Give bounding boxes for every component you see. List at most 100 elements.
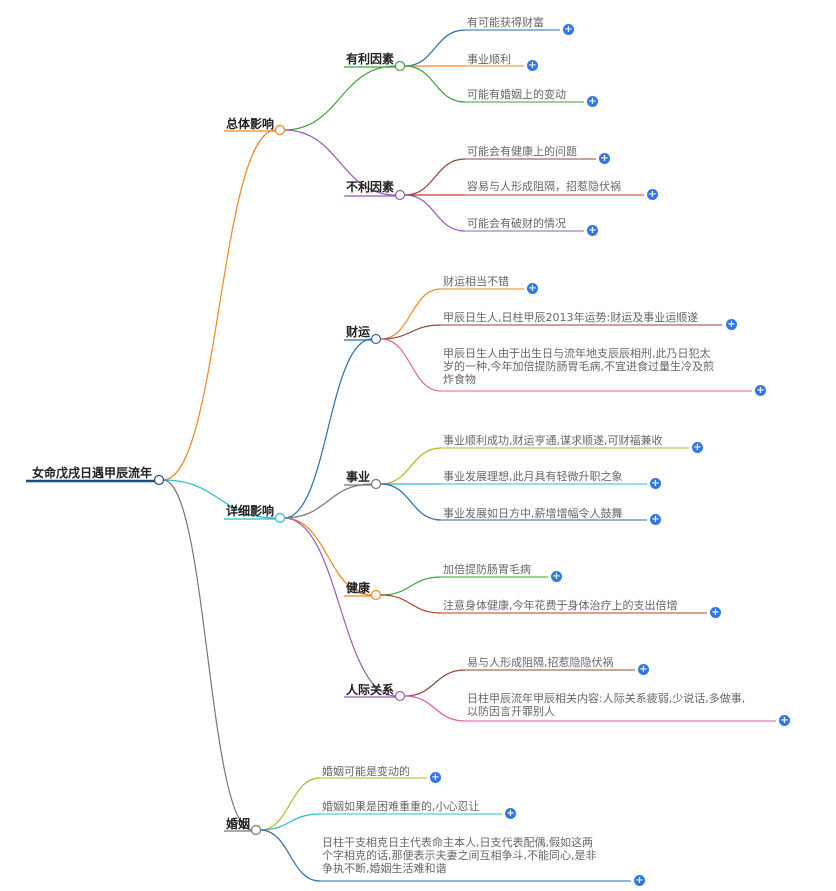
leaf-unfavorable-2: 容易与人形成阻隔，招惹隐伏祸 bbox=[467, 180, 621, 193]
leaf-text-line: 婚姻可能是变动的 bbox=[322, 765, 410, 778]
connector-leaf bbox=[380, 594, 442, 614]
node-overall-impact[interactable]: 总体影响 bbox=[226, 117, 275, 131]
connector-leaf bbox=[404, 65, 466, 103]
connector-marriage bbox=[162, 479, 253, 831]
expand-plus-icon[interactable]: + bbox=[692, 442, 703, 453]
expand-plus-icon[interactable]: + bbox=[527, 283, 538, 294]
connector-leaf bbox=[404, 29, 466, 67]
node-social[interactable]: 人际关系 bbox=[346, 683, 395, 697]
collapse-node-icon[interactable] bbox=[394, 60, 406, 72]
connector-unfavorable bbox=[283, 129, 397, 196]
leaf-text-line: 以防因言开罪别人 bbox=[467, 705, 555, 718]
leaf-favorable-1: 有可能获得财富 bbox=[467, 16, 544, 29]
connector-leaf bbox=[380, 338, 442, 392]
leaf-marriage-1: 婚姻可能是变动的 bbox=[322, 765, 410, 778]
leaf-unfavorable-3: 可能会有破财的情况 bbox=[467, 217, 566, 230]
collapse-node-icon[interactable] bbox=[274, 512, 286, 524]
expand-plus-icon[interactable]: + bbox=[755, 385, 766, 396]
connector-leaf bbox=[404, 669, 466, 697]
expand-plus-icon[interactable]: + bbox=[638, 664, 649, 675]
leaf-social-2: 日柱甲辰流年甲辰相关内容:人际关系疲弱,少说话,多做事, 以防因言开罪别人 bbox=[467, 692, 745, 718]
connector-detail bbox=[162, 479, 277, 519]
expand-plus-icon[interactable]: + bbox=[650, 478, 661, 489]
expand-plus-icon[interactable]: + bbox=[505, 808, 516, 819]
expand-plus-icon[interactable]: + bbox=[563, 24, 574, 35]
connector-leaf bbox=[259, 829, 321, 882]
connector-leaf bbox=[380, 447, 442, 485]
collapse-node-icon[interactable] bbox=[394, 189, 406, 201]
connector-leaf bbox=[404, 158, 466, 196]
node-favorable-factors[interactable]: 有利因素 bbox=[346, 52, 395, 66]
expand-plus-icon[interactable]: + bbox=[599, 153, 610, 164]
leaf-text-line: 事业发展如日方中,薪增增幅令人鼓舞 bbox=[443, 507, 623, 520]
connector-leaf bbox=[380, 288, 442, 340]
leaf-text-line: 个字相克的话,那便表示夫妻之间互相争斗,不能同心,是非 bbox=[322, 849, 597, 862]
leaf-marriage-3: 日柱干支相克日主代表命主本人,日支代表配偶,假如这两 个字相克的话,那便表示夫妻… bbox=[322, 836, 597, 875]
collapse-node-icon[interactable] bbox=[370, 589, 382, 601]
connector-wealth bbox=[283, 338, 373, 519]
collapse-node-icon[interactable] bbox=[370, 333, 382, 345]
node-wealth[interactable]: 财运 bbox=[346, 325, 371, 339]
node-health[interactable]: 健康 bbox=[346, 581, 371, 595]
connector-leaf bbox=[259, 813, 321, 831]
leaf-health-1: 加倍提防肠胃毛病 bbox=[443, 563, 531, 576]
leaf-text-line: 甲辰日生人,日柱甲辰2013年运势:财运及事业运顺遂 bbox=[443, 311, 699, 324]
connector-career bbox=[283, 483, 373, 519]
expand-plus-icon[interactable]: + bbox=[587, 225, 598, 236]
collapse-node-icon[interactable] bbox=[250, 824, 262, 836]
collapse-node-icon[interactable] bbox=[394, 690, 406, 702]
expand-plus-icon[interactable]: + bbox=[587, 96, 598, 107]
expand-plus-icon[interactable]: + bbox=[634, 875, 645, 886]
leaf-text-line: 岁的一种,今年加倍提防肠胃毛病,不宜进食过量生冷及煎 bbox=[443, 360, 714, 373]
collapse-node-icon[interactable] bbox=[370, 478, 382, 490]
leaf-career-2: 事业发展理想,此月具有轻微升职之象 bbox=[443, 470, 623, 483]
expand-plus-icon[interactable]: + bbox=[710, 607, 721, 618]
leaf-wealth-1: 财运相当不错 bbox=[443, 275, 509, 288]
root-collapse-icon[interactable] bbox=[153, 474, 165, 486]
node-career[interactable]: 事业 bbox=[346, 470, 371, 484]
leaf-text-line: 易与人形成阻隔,招惹隐隐伏祸 bbox=[467, 656, 614, 669]
connector-overall bbox=[162, 129, 277, 481]
leaf-text-line: 婚姻如果是困难重重的,小心忍让 bbox=[322, 800, 480, 813]
connector-leaf bbox=[380, 576, 442, 596]
leaf-text-line: 注意身体健康,今年花费于身体治疗上的支出倍增 bbox=[443, 599, 678, 612]
connector-leaf bbox=[404, 194, 466, 232]
expand-plus-icon[interactable]: + bbox=[726, 319, 737, 330]
leaf-career-3: 事业发展如日方中,薪增增幅令人鼓舞 bbox=[443, 507, 623, 520]
expand-plus-icon[interactable]: + bbox=[779, 715, 790, 726]
leaf-wealth-3: 甲辰日生人由于出生日与流年地支辰辰相刑,此乃日犯太 岁的一种,今年加倍提防肠胃毛… bbox=[443, 347, 714, 386]
leaf-text-line: 日柱甲辰流年甲辰相关内容:人际关系疲弱,少说话,多做事, bbox=[467, 692, 746, 705]
node-unfavorable-factors[interactable]: 不利因素 bbox=[346, 180, 395, 194]
connector-leaf bbox=[380, 324, 442, 340]
leaf-health-2: 注意身体健康,今年花费于身体治疗上的支出倍增 bbox=[443, 599, 678, 612]
expand-plus-icon[interactable]: + bbox=[551, 571, 562, 582]
connector-favorable bbox=[283, 65, 397, 131]
leaf-text-line: 加倍提防肠胃毛病 bbox=[443, 563, 531, 576]
leaf-text-line: 争执不断,婚姻生活难和谐 bbox=[322, 862, 447, 875]
expand-plus-icon[interactable]: + bbox=[527, 60, 538, 71]
leaf-text-line: 炸食物 bbox=[443, 373, 476, 386]
connector-health bbox=[283, 517, 373, 596]
expand-plus-icon[interactable]: + bbox=[650, 514, 661, 525]
leaf-favorable-3: 可能有婚姻上的变动 bbox=[467, 88, 566, 101]
leaf-favorable-2: 事业顺利 bbox=[467, 53, 511, 66]
connector-leaf bbox=[259, 777, 321, 831]
leaf-text-line: 财运相当不错 bbox=[443, 275, 509, 288]
collapse-node-icon[interactable] bbox=[274, 124, 286, 136]
leaf-text-line: 事业顺利成功,财运亨通,谋求顺遂,可财福兼收 bbox=[443, 434, 663, 447]
leaf-unfavorable-1: 可能会有健康上的问题 bbox=[467, 145, 577, 158]
node-marriage[interactable]: 婚姻 bbox=[226, 817, 251, 831]
root-node-label[interactable]: 女命戊戌日遇甲辰流年 bbox=[32, 466, 153, 480]
leaf-wealth-2: 甲辰日生人,日柱甲辰2013年运势:财运及事业运顺遂 bbox=[443, 311, 698, 324]
leaf-text-line: 事业发展理想,此月具有轻微升职之象 bbox=[443, 470, 623, 483]
connector-social bbox=[283, 517, 397, 697]
leaf-career-1: 事业顺利成功,财运亨通,谋求顺遂,可财福兼收 bbox=[443, 434, 663, 447]
expand-plus-icon[interactable]: + bbox=[430, 772, 441, 783]
expand-plus-icon[interactable]: + bbox=[647, 189, 658, 200]
node-detailed-impact[interactable]: 详细影响 bbox=[226, 504, 275, 518]
leaf-social-1: 易与人形成阻隔,招惹隐隐伏祸 bbox=[467, 656, 614, 669]
leaf-marriage-2: 婚姻如果是困难重重的,小心忍让 bbox=[322, 800, 480, 813]
connector-leaf bbox=[380, 483, 442, 521]
